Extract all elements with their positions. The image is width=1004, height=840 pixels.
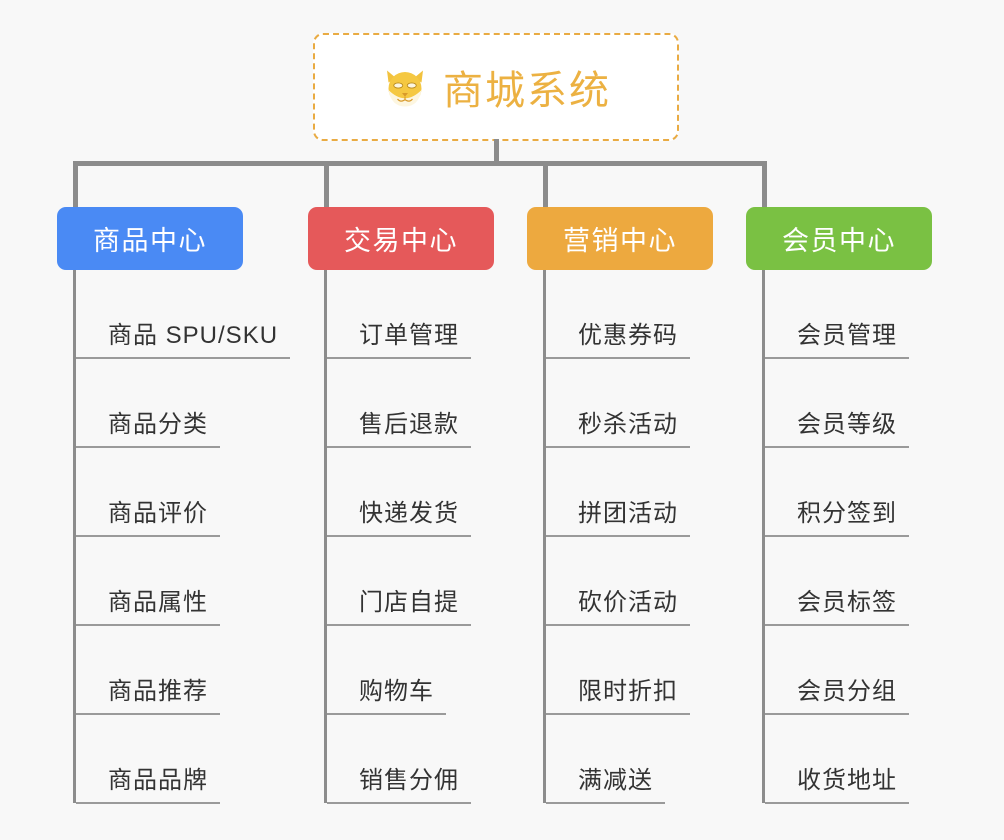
list-item-label: 购物车 [327,678,446,715]
list-item[interactable]: 满减送 [546,715,665,804]
category-label: 交易中心 [344,226,458,256]
category-box-4[interactable]: 会员中心 [746,207,932,270]
list-item[interactable]: 订单管理 [327,270,471,359]
connector-bar [73,161,765,166]
connector-drop-2 [324,161,329,209]
list-item-label: 快递发货 [327,500,471,537]
list-item-label: 门店自提 [327,589,471,626]
list-item-label: 商品分类 [76,411,220,448]
list-item-label: 优惠券码 [546,322,690,359]
column-spine [324,270,327,803]
list-item-label: 积分签到 [765,500,909,537]
column-spine [762,270,765,803]
column-spine [543,270,546,803]
list-item-label: 会员分组 [765,678,909,715]
list-item[interactable]: 会员分组 [765,626,909,715]
list-item-label: 商品评价 [76,500,220,537]
connector-drop-3 [543,161,548,209]
list-item[interactable]: 会员标签 [765,537,909,626]
list-item-label: 收货地址 [765,767,909,804]
root-node[interactable]: 商城系统 [313,33,679,141]
list-item-label: 拼团活动 [546,500,690,537]
list-item[interactable]: 优惠券码 [546,270,690,359]
category-label: 商品中心 [93,226,207,256]
list-item-label: 会员标签 [765,589,909,626]
list-item-label: 会员等级 [765,411,909,448]
category-box-1[interactable]: 商品中心 [57,207,243,270]
list-item[interactable]: 门店自提 [327,537,471,626]
connector-drop-4 [762,161,767,209]
list-item[interactable]: 拼团活动 [546,448,690,537]
category-label: 会员中心 [782,226,896,256]
list-item[interactable]: 商品评价 [76,448,220,537]
list-item[interactable]: 快递发货 [327,448,471,537]
shiba-dog-face-icon [381,63,429,111]
list-item[interactable]: 商品品牌 [76,715,220,804]
list-item-label: 订单管理 [327,322,471,359]
list-item-label: 会员管理 [765,322,909,359]
list-item[interactable]: 会员等级 [765,359,909,448]
list-item-label: 商品 SPU/SKU [76,322,291,359]
category-box-3[interactable]: 营销中心 [527,207,713,270]
list-item[interactable]: 砍价活动 [546,537,690,626]
list-item-label: 售后退款 [327,411,471,448]
list-item-label: 销售分佣 [327,767,471,804]
category-box-2[interactable]: 交易中心 [308,207,494,270]
list-item-label: 商品品牌 [76,767,220,804]
list-item-label: 秒杀活动 [546,411,690,448]
list-item[interactable]: 收货地址 [765,715,909,804]
list-item[interactable]: 购物车 [327,626,446,715]
category-label: 营销中心 [563,226,677,256]
root-node-title: 商城系统 [443,69,611,113]
connector-stem [494,139,499,163]
list-item[interactable]: 商品分类 [76,359,220,448]
connector-drop-1 [73,161,78,209]
list-item[interactable]: 售后退款 [327,359,471,448]
list-item-label: 砍价活动 [546,589,690,626]
list-item[interactable]: 秒杀活动 [546,359,690,448]
list-item[interactable]: 商品属性 [76,537,220,626]
list-item-label: 限时折扣 [546,678,690,715]
list-item-label: 商品推荐 [76,678,220,715]
list-item[interactable]: 销售分佣 [327,715,471,804]
list-item-label: 满减送 [546,767,665,804]
list-item[interactable]: 会员管理 [765,270,909,359]
list-item-label: 商品属性 [76,589,220,626]
list-item[interactable]: 商品 SPU/SKU [76,270,291,359]
column-spine [73,270,76,803]
list-item[interactable]: 商品推荐 [76,626,220,715]
list-item[interactable]: 积分签到 [765,448,909,537]
list-item[interactable]: 限时折扣 [546,626,690,715]
